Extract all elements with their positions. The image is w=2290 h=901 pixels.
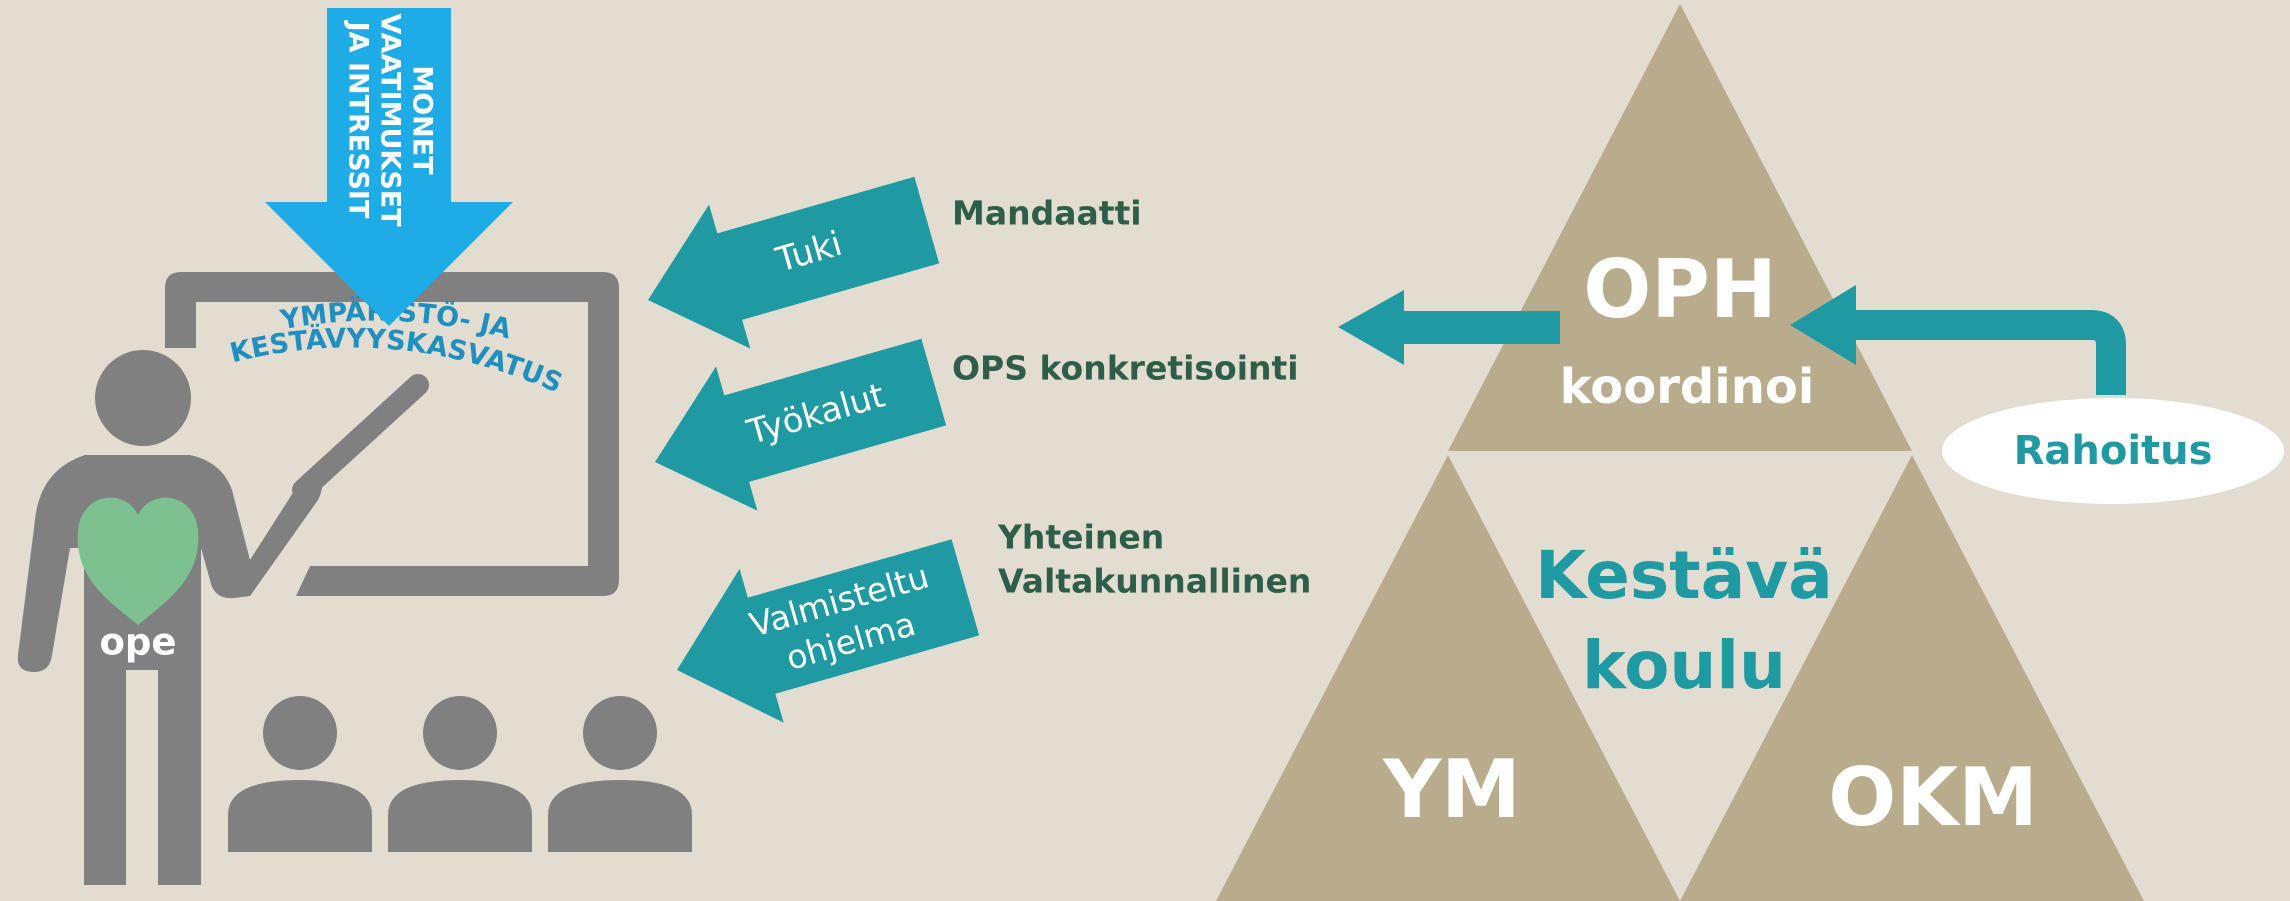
- note-valtakunnallinen: Valtakunnallinen: [998, 562, 1311, 601]
- ym-title: YM: [1382, 743, 1521, 836]
- funding-label: Rahoitus: [2014, 428, 2213, 474]
- requirements-line1: MONET: [407, 65, 438, 175]
- requirements-arrow: MONET VAATIMUKSET JA INTRESSIT: [265, 8, 513, 326]
- heart-icon: [77, 497, 199, 625]
- oph-title: OPH: [1583, 243, 1777, 336]
- triangle-okm: [1680, 455, 2144, 901]
- note-ops-konkretisointi: OPS konkretisointi: [952, 349, 1299, 388]
- okm-title: OKM: [1828, 751, 2038, 844]
- student-icon-3: [548, 696, 692, 852]
- support-arrow-tyokalut: Työkalut: [655, 338, 947, 511]
- center-title-line2: koulu: [1582, 627, 1786, 704]
- student-icon-2: [388, 696, 532, 852]
- triangle-ym: [1216, 455, 1680, 901]
- center-title-line1: Kestävä: [1535, 537, 1833, 614]
- oph-subtitle: koordinoi: [1560, 359, 1815, 415]
- triangle-oph: [1448, 4, 1912, 451]
- student-icon-1: [228, 696, 372, 852]
- oph-output-arrow: [1338, 290, 1560, 365]
- note-mandaatti: Mandaatti: [952, 194, 1142, 233]
- requirements-line2: VAATIMUKSET: [375, 13, 406, 227]
- pointer-stick-icon: [292, 374, 429, 501]
- funding-arrow-head: [1790, 285, 1856, 365]
- funding-oval: [1942, 398, 2284, 504]
- requirements-line3: JA INTRESSIT: [343, 20, 374, 219]
- board-title-line2: KESTÄVYYSKASVATUS: [227, 323, 567, 399]
- support-arrow-ohjelma: Valmisteltu ohjelma: [677, 539, 980, 723]
- support-arrow-tuki: Tuki: [648, 176, 940, 349]
- funding-arrow: [1856, 310, 2126, 395]
- teacher-label: ope: [100, 621, 177, 664]
- note-yhteinen: Yhteinen: [997, 518, 1164, 557]
